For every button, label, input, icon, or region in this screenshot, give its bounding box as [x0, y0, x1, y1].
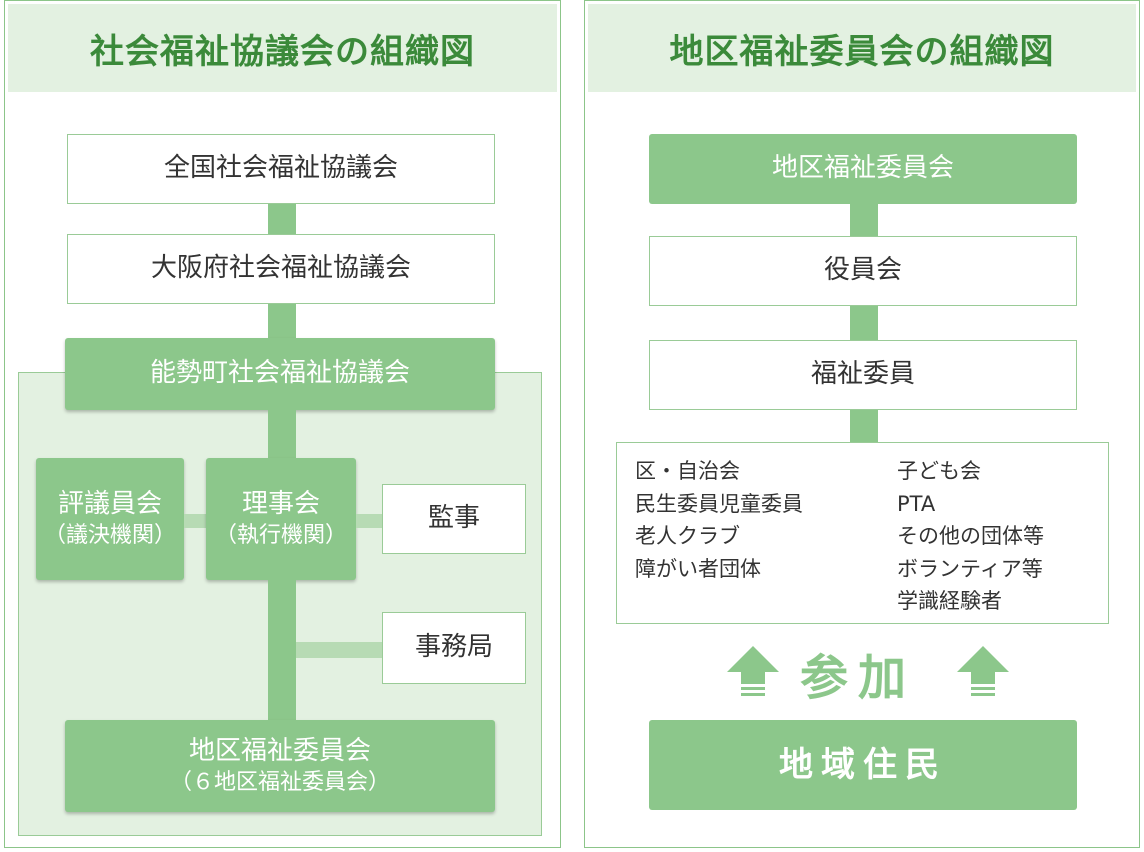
- participation-label: 参加: [799, 650, 916, 706]
- member-group-item: 学識経験者: [897, 589, 1002, 613]
- member-group-item: ボランティア等: [897, 556, 1043, 581]
- up-arrow-icon: [957, 646, 1009, 696]
- connector-members-groups: [850, 410, 878, 442]
- officers-label: 役員会: [823, 255, 902, 286]
- member-group-item: 区・自治会: [635, 459, 740, 483]
- member-groups-box: 区・自治会 民生委員児童委員 老人クラブ 障がい者団体 子ども会 PTA その他…: [616, 442, 1109, 624]
- connector-trunk-secretariat: [296, 642, 382, 658]
- osaka-council-label: 大阪府社会福祉協議会: [150, 253, 411, 284]
- member-group-item: PTA: [897, 491, 936, 516]
- connector-osaka-nose: [268, 304, 296, 338]
- member-group-item: 障がい者団体: [635, 556, 761, 581]
- member-groups-column-2: 子ども会 PTA その他の団体等 ボランティア等 学識経験者: [897, 455, 1044, 618]
- connector-officers-members: [850, 306, 878, 340]
- board-label: 理事会: [241, 488, 320, 519]
- councilors-box: 評議員会 （議決機関）: [36, 458, 184, 580]
- national-council-label: 全国社会福祉協議会: [163, 153, 398, 184]
- member-group-item: 子ども会: [897, 459, 981, 483]
- osaka-council-box: 大阪府社会福祉協議会: [67, 234, 495, 304]
- member-group-item: 老人クラブ: [635, 524, 740, 548]
- connector-nose-board: [268, 410, 296, 458]
- member-group-item: 民生委員児童委員: [635, 491, 803, 516]
- councilors-label: 評議員会: [57, 488, 162, 519]
- welfare-members-label: 福祉委員: [810, 359, 915, 390]
- right-district-committee-box: 地区福祉委員会: [649, 134, 1077, 204]
- right-district-committee-label: 地区福祉委員会: [771, 153, 954, 184]
- residents-label: 地域住民: [779, 744, 947, 785]
- nose-council-box: 能勢町社会福祉協議会: [65, 338, 495, 410]
- residents-box: 地域住民: [649, 720, 1077, 810]
- board-sub-label: （執行機関）: [214, 522, 347, 548]
- welfare-members-box: 福祉委員: [649, 340, 1077, 410]
- national-council-box: 全国社会福祉協議会: [67, 134, 495, 204]
- councilors-sub-label: （議決機関）: [43, 522, 176, 548]
- connector-district-officers: [850, 204, 878, 236]
- secretariat-label: 事務局: [414, 632, 493, 663]
- connector-board-district: [268, 580, 296, 720]
- left-district-committee-sub-label: （６地区福祉委員会）: [169, 769, 390, 795]
- board-box: 理事会 （執行機関）: [206, 458, 356, 580]
- member-group-item: その他の団体等: [897, 524, 1044, 548]
- connector-councilors-board: [184, 514, 206, 528]
- member-groups-column-1: 区・自治会 民生委員児童委員 老人クラブ 障がい者団体: [635, 455, 803, 585]
- nose-council-label: 能勢町社会福祉協議会: [149, 358, 410, 389]
- left-panel-title: 社会福祉協議会の組織図: [8, 4, 557, 92]
- left-district-committee-label: 地区福祉委員会: [188, 735, 371, 766]
- auditor-label: 監事: [427, 503, 480, 534]
- connector-board-auditor: [356, 514, 382, 528]
- right-panel-title: 地区福祉委員会の組織図: [588, 4, 1136, 92]
- secretariat-box: 事務局: [382, 612, 526, 684]
- auditor-box: 監事: [382, 484, 526, 554]
- left-district-committee-box: 地区福祉委員会 （６地区福祉委員会）: [65, 720, 495, 812]
- up-arrow-icon: [727, 646, 779, 696]
- connector-national-osaka: [268, 204, 296, 234]
- officers-box: 役員会: [649, 236, 1077, 306]
